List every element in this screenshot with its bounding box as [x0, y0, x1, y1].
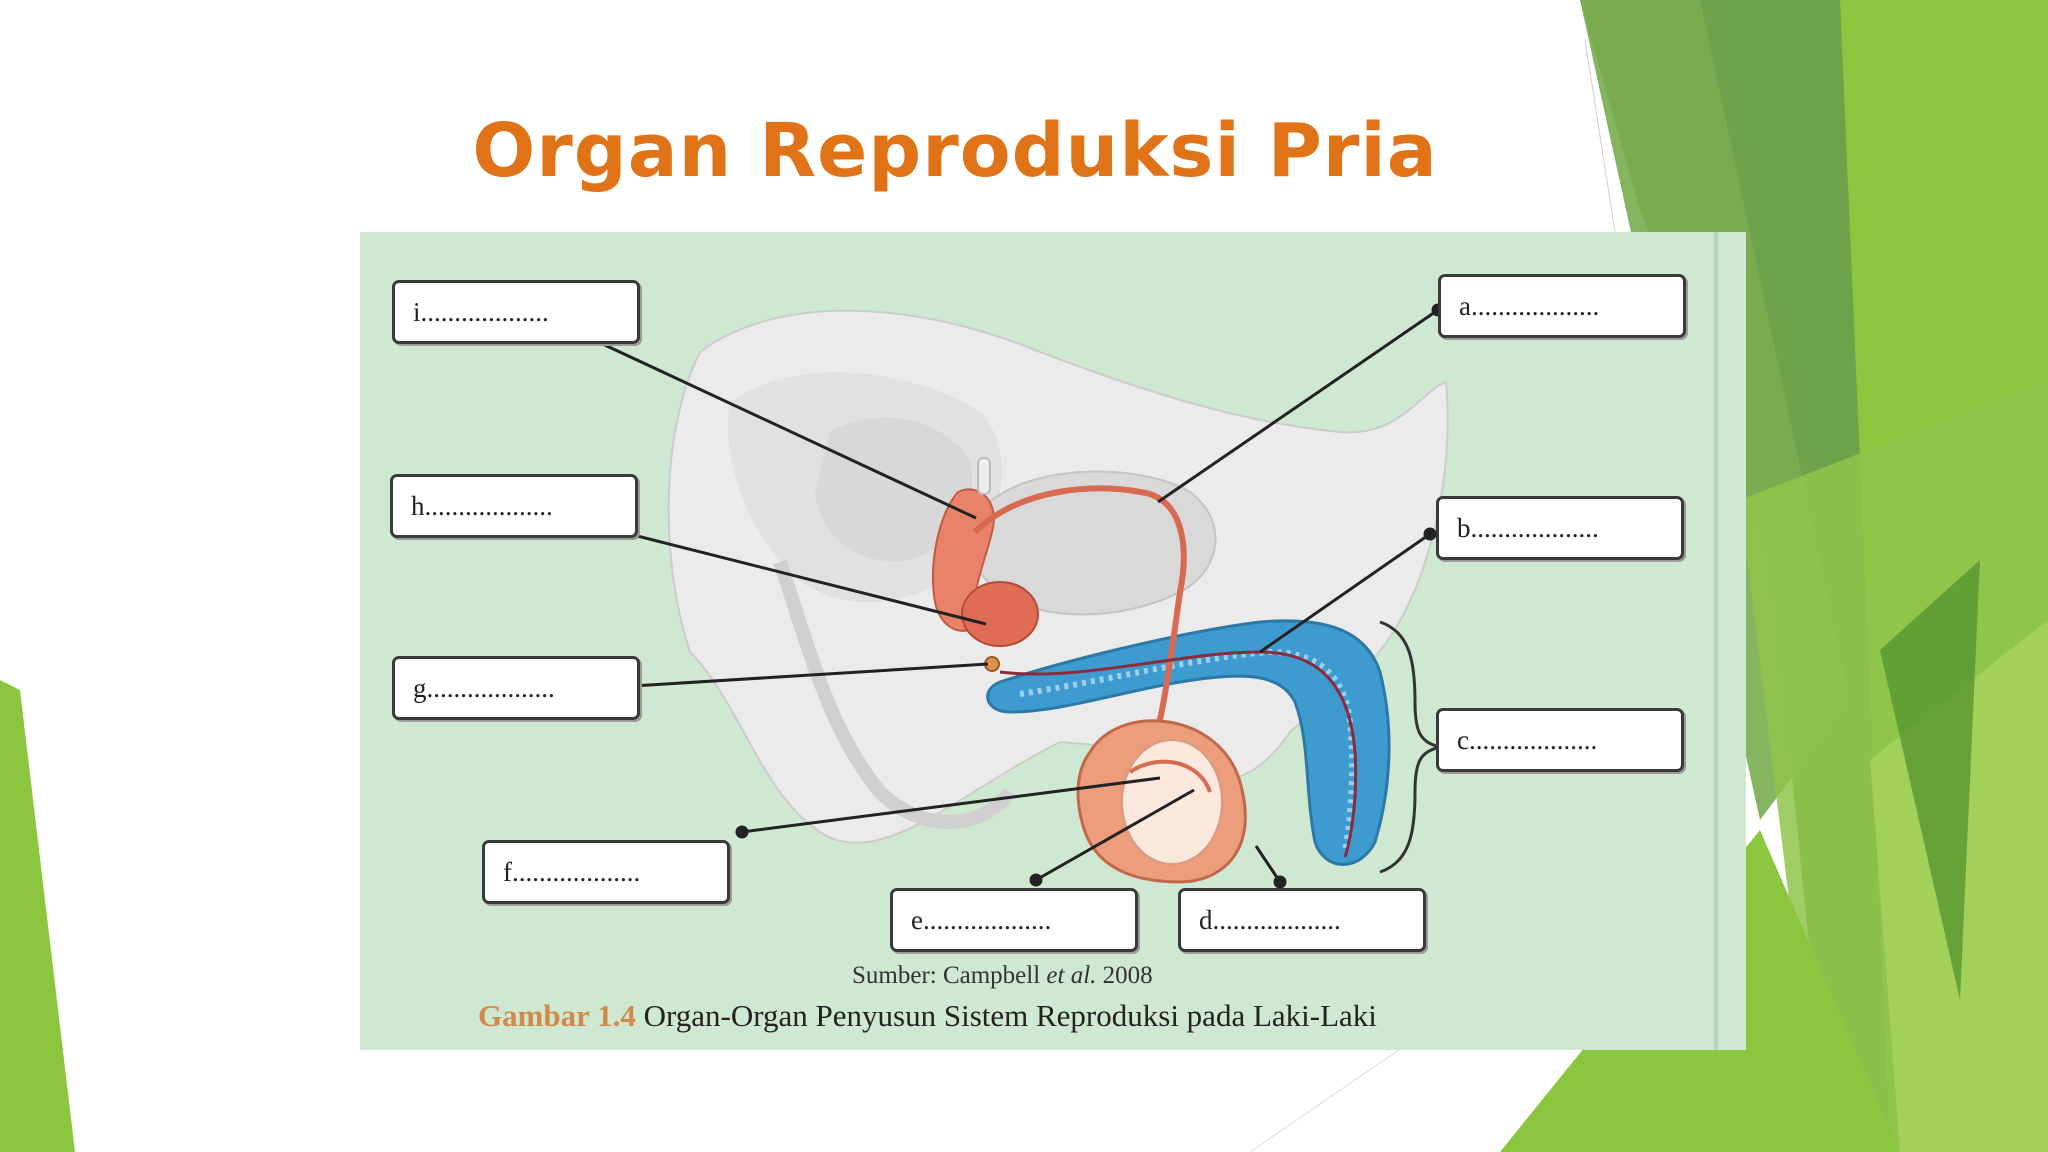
source-italic: et al. — [1046, 962, 1097, 989]
label-box-e: e................... — [890, 888, 1138, 952]
figure-caption: Gambar 1.4 Organ-Organ Penyusun Sistem R… — [478, 998, 1377, 1034]
label-box-f: f................... — [482, 840, 730, 904]
label-box-g: g................... — [392, 656, 640, 720]
label-box-h: h................... — [390, 474, 638, 538]
figure-source: Sumber: Campbell et al. 2008 — [852, 962, 1153, 990]
label-box-a: a................... — [1438, 274, 1686, 338]
slide-title: Organ Reproduksi Pria — [472, 108, 1438, 194]
caption-text: Organ-Organ Penyusun Sistem Reproduksi p… — [635, 998, 1377, 1033]
diagram-figure: i................... h..................… — [360, 232, 1746, 1050]
label-box-i: i................... — [392, 280, 640, 344]
caption-number: Gambar 1.4 — [478, 998, 636, 1033]
label-box-d: d................... — [1178, 888, 1426, 952]
label-box-c: c................... — [1436, 708, 1684, 772]
label-box-b: b................... — [1436, 496, 1684, 560]
source-year: 2008 — [1096, 962, 1153, 989]
source-prefix: Sumber: Campbell — [852, 962, 1047, 989]
